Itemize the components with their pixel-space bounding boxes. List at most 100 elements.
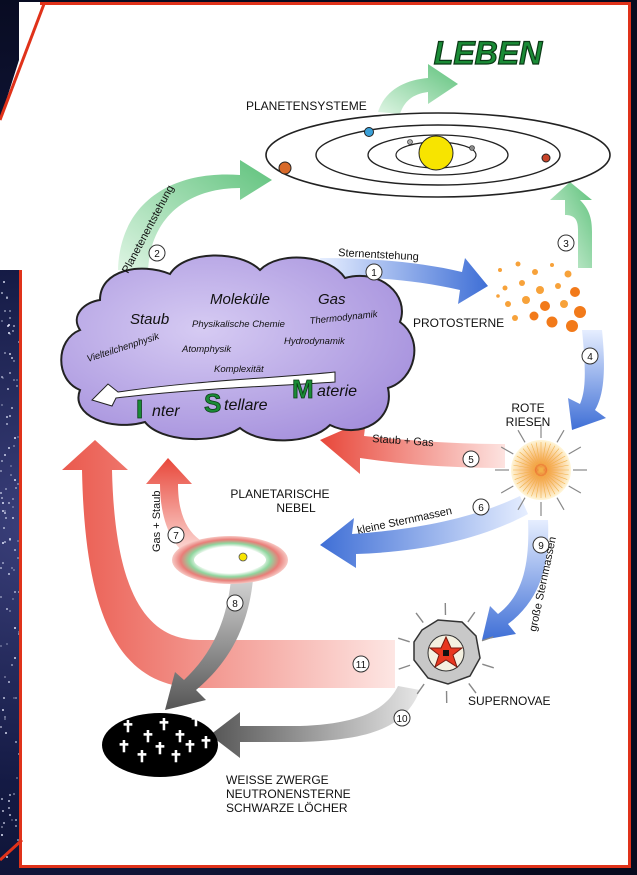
- star: [4, 352, 6, 354]
- star: [2, 810, 4, 812]
- step-number: 8: [232, 599, 238, 610]
- remnants-ellipse: [102, 713, 218, 777]
- star: [17, 483, 19, 485]
- star: [11, 357, 13, 359]
- ray: [516, 455, 542, 471]
- star: [5, 732, 7, 734]
- supernova: [398, 602, 494, 704]
- step-number: 2: [154, 249, 160, 260]
- star: [1, 376, 3, 378]
- star: [8, 502, 10, 504]
- ray: [519, 451, 542, 471]
- star: [8, 573, 10, 575]
- star: [10, 465, 12, 467]
- sun: [418, 135, 454, 171]
- star: [13, 793, 15, 795]
- ray: [535, 442, 542, 471]
- star: [2, 502, 4, 504]
- step-number: 7: [173, 531, 179, 542]
- star: [13, 569, 15, 571]
- star: [7, 325, 9, 327]
- star: [12, 330, 14, 332]
- star: [9, 372, 11, 374]
- star: [17, 557, 19, 559]
- star: [12, 498, 14, 500]
- star: [2, 709, 4, 711]
- cloud-komplexitaet: Komplexität: [214, 364, 264, 375]
- star: [16, 777, 18, 779]
- star: [3, 697, 5, 699]
- step-number: 6: [478, 503, 484, 514]
- complexity-arrow: [91, 371, 336, 407]
- protostar-dot: [515, 261, 521, 267]
- step-badge: [532, 536, 550, 554]
- arrow-3: [550, 182, 592, 268]
- star: [11, 567, 13, 569]
- step-number: 11: [356, 660, 367, 671]
- planetary-nebula: [172, 536, 288, 584]
- ray: [540, 469, 551, 497]
- arrow-7: [146, 458, 200, 558]
- protostar-dot: [522, 296, 530, 304]
- protostar-dot: [564, 270, 572, 278]
- ray: [540, 445, 556, 471]
- star: [1, 826, 3, 828]
- star: [0, 567, 2, 569]
- label-schwarze-loecher: SCHWARZE LÖCHER: [226, 801, 348, 815]
- star: [11, 407, 13, 409]
- protostar-dot: [550, 263, 554, 267]
- protostar-dot: [536, 286, 544, 294]
- star: [15, 697, 17, 699]
- star: [1, 404, 3, 406]
- ray: [500, 446, 514, 455]
- step-number: 1: [371, 268, 377, 279]
- step-badge: [581, 347, 599, 365]
- star: [3, 281, 5, 283]
- ray: [556, 429, 565, 443]
- ray: [535, 469, 542, 498]
- label-supernovae: SUPERNOVAE: [468, 694, 550, 708]
- ray: [467, 611, 476, 623]
- ray: [514, 460, 542, 471]
- star: [4, 510, 6, 512]
- ray: [522, 469, 542, 492]
- star: [14, 437, 16, 439]
- ray: [398, 664, 411, 670]
- ray: [526, 445, 542, 471]
- star: [14, 627, 16, 629]
- ism-rest-nter: nter: [152, 403, 180, 420]
- star: [14, 479, 16, 481]
- ray: [540, 460, 568, 471]
- star: [8, 332, 10, 334]
- step-badge: [462, 450, 480, 468]
- frame-diagonal-bottom: [0, 838, 24, 862]
- star: [1, 497, 3, 499]
- star: [11, 664, 13, 666]
- ray: [526, 469, 542, 495]
- ray: [540, 455, 566, 471]
- star: [13, 445, 15, 447]
- ism-initial-m: M: [292, 374, 314, 404]
- ray: [415, 612, 424, 623]
- star: [3, 527, 5, 529]
- step-number: 4: [587, 352, 593, 363]
- step-badge: [226, 594, 244, 612]
- star: [9, 538, 11, 540]
- ray: [540, 469, 569, 476]
- label-weisse-zwerge: WEISSE ZWERGE: [226, 773, 329, 787]
- protostar-dot: [505, 301, 511, 307]
- ray: [556, 497, 565, 511]
- label-planetensysteme: PLANETENSYSTEME: [246, 99, 367, 113]
- cross-glyph: ✝: [173, 729, 186, 746]
- label-riesen: RIESEN: [506, 415, 551, 429]
- cloud-hydrodynamik: Hydrodynamik: [284, 336, 346, 347]
- star: [0, 470, 2, 472]
- star: [4, 716, 6, 718]
- planet: [469, 145, 475, 151]
- star: [9, 415, 11, 417]
- arrow-4: [568, 330, 606, 430]
- step-number: 9: [538, 541, 544, 552]
- star: [6, 297, 8, 299]
- step-badge: [393, 709, 411, 727]
- star: [8, 324, 10, 326]
